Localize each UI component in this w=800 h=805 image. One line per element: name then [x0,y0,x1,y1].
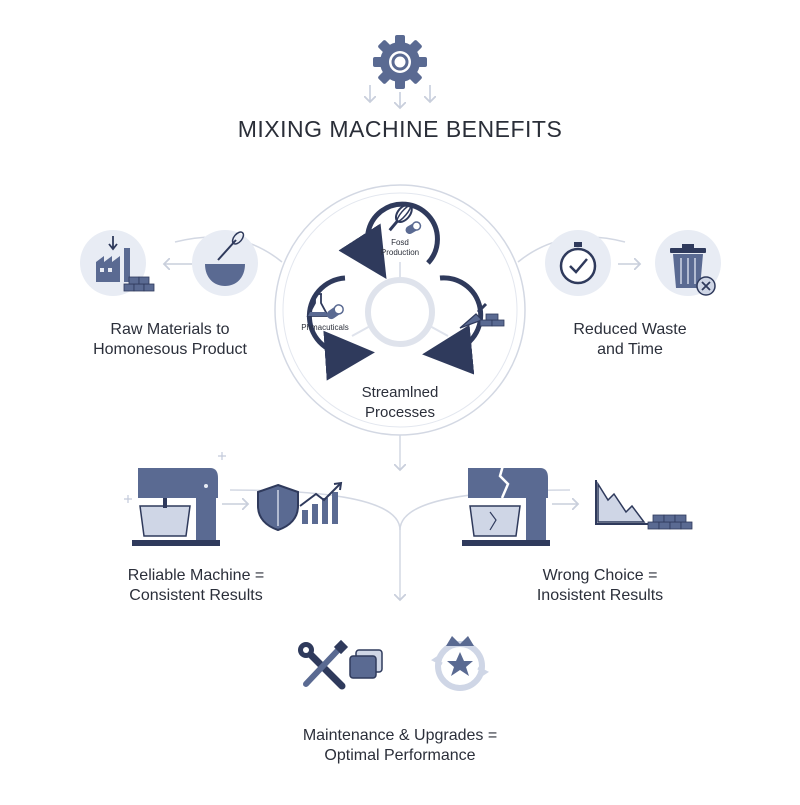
node-waste-label: Reduced Waste and Time [530,320,730,360]
page-title: MIXING MACHINE BENEFITS [237,116,563,142]
hub-circle [365,277,435,347]
wrench-screwdriver-icon [298,639,349,690]
capsule-icon [326,304,344,320]
broken-mixer-icon [462,461,550,546]
declining-chart-icon [595,480,650,525]
bar-chart-up-icon [299,481,343,524]
flask-icon [306,293,330,317]
center-line2: Processes [364,404,436,421]
gear-icon [373,35,427,89]
node-maintenance-line2: Optimal Performance [324,747,476,764]
mixing-bowl-icon [205,231,245,286]
sparkles [124,452,226,503]
node-wrong-line1: Wrong Choice = [542,567,658,584]
node-wrong-label: Wrong Choice = Inosistent Results [500,566,700,606]
node-raw-line1: Raw Materials to [110,321,230,338]
crown-star-icon [431,636,489,691]
panel-icon [349,649,383,679]
node-maintenance-label: Maintenance & Upgrades = Optimal Perform… [270,726,530,766]
stopwatch-icon [559,242,597,285]
cycle-top-line1: Fosd [391,238,409,247]
node-reliable-line1: Reliable Machine = [127,567,265,584]
cycle-arrow-left [306,275,375,381]
inner-ring [282,192,518,428]
cycle-left-label: Phmacuticals [290,323,360,333]
whisk-icon [388,203,413,232]
mixing-bowl-circle [192,230,258,296]
hub-arrows [351,262,449,337]
bricks-icon [647,514,693,530]
node-waste-line2: and Time [597,341,663,358]
pill-icon [405,221,422,234]
trowel-icon [459,302,488,329]
node-waste-line1: Reduced Waste [573,321,687,338]
factory-icon [96,236,130,282]
trash-bin-icon [670,244,716,296]
center-line1: Streamlned [361,384,439,401]
node-raw-label: Raw Materials to Homonesous Product [70,320,270,360]
bricks-icon-small [479,313,505,327]
node-reliable-line2: Consistent Results [129,587,263,604]
gear-down-arrows [370,85,430,108]
stand-mixer-icon [132,468,220,546]
cycle-top-line2: Production [380,248,420,257]
cycle-left-line1: Phmacuticals [301,323,349,332]
node-maintenance-line1: Maintenance & Upgrades = [302,727,498,744]
node-raw-line2: Homonesous Product [93,341,247,358]
bricks-icon-raw [123,276,155,292]
cycle-top-label: Fosd Production [370,238,430,258]
shield-icon [257,483,299,532]
node-wrong-line2: Inosistent Results [536,587,664,604]
node-reliable-label: Reliable Machine = Consistent Results [96,566,296,606]
center-label: Streamlned Processes [340,383,460,423]
